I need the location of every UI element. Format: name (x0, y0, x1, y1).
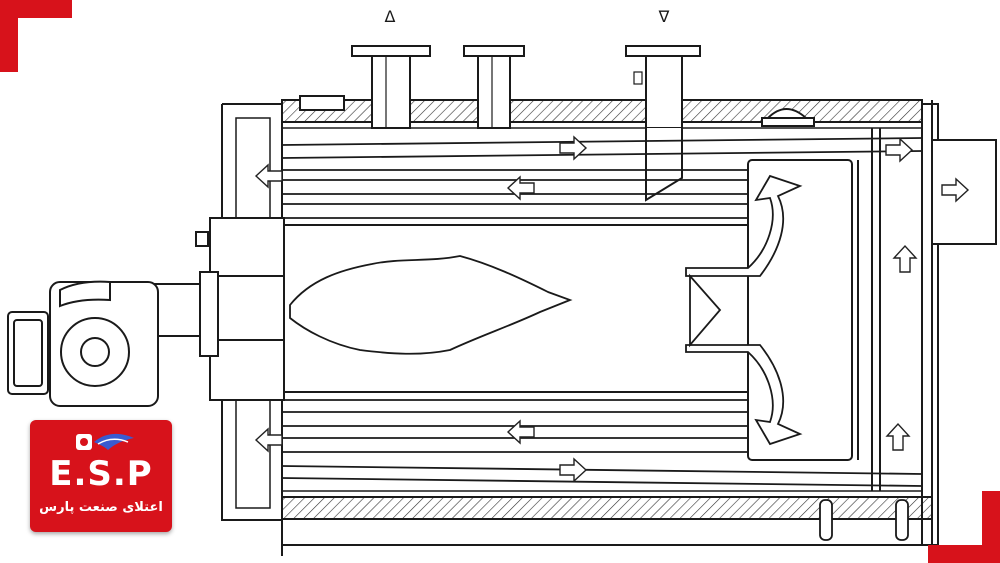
inlet-symbol-delta: Δ (385, 7, 396, 26)
logo-tagline: اعتلای صنعت پارس (39, 500, 163, 515)
bottom-insulation (281, 496, 933, 520)
burner-assembly (7, 217, 285, 407)
flue-outlet (931, 139, 997, 245)
flame (289, 255, 573, 355)
furnace (282, 128, 881, 491)
logo-letters: E.S.P (49, 454, 153, 494)
reversal-flow-arrows (685, 174, 803, 446)
corner-mark-top-left-v (0, 0, 18, 72)
inlet-symbol-nabla: ∇ (658, 7, 670, 26)
corner-mark-bottom-right-v (982, 491, 1000, 563)
esp-logo: E.S.P اعتلای صنعت پارس (30, 420, 172, 532)
top-nozzles (299, 45, 815, 202)
boiler-shell (221, 99, 939, 556)
fire-tubes (281, 137, 923, 487)
drain-pipes (819, 499, 909, 541)
boiler-flame-mark-icon (76, 433, 134, 450)
